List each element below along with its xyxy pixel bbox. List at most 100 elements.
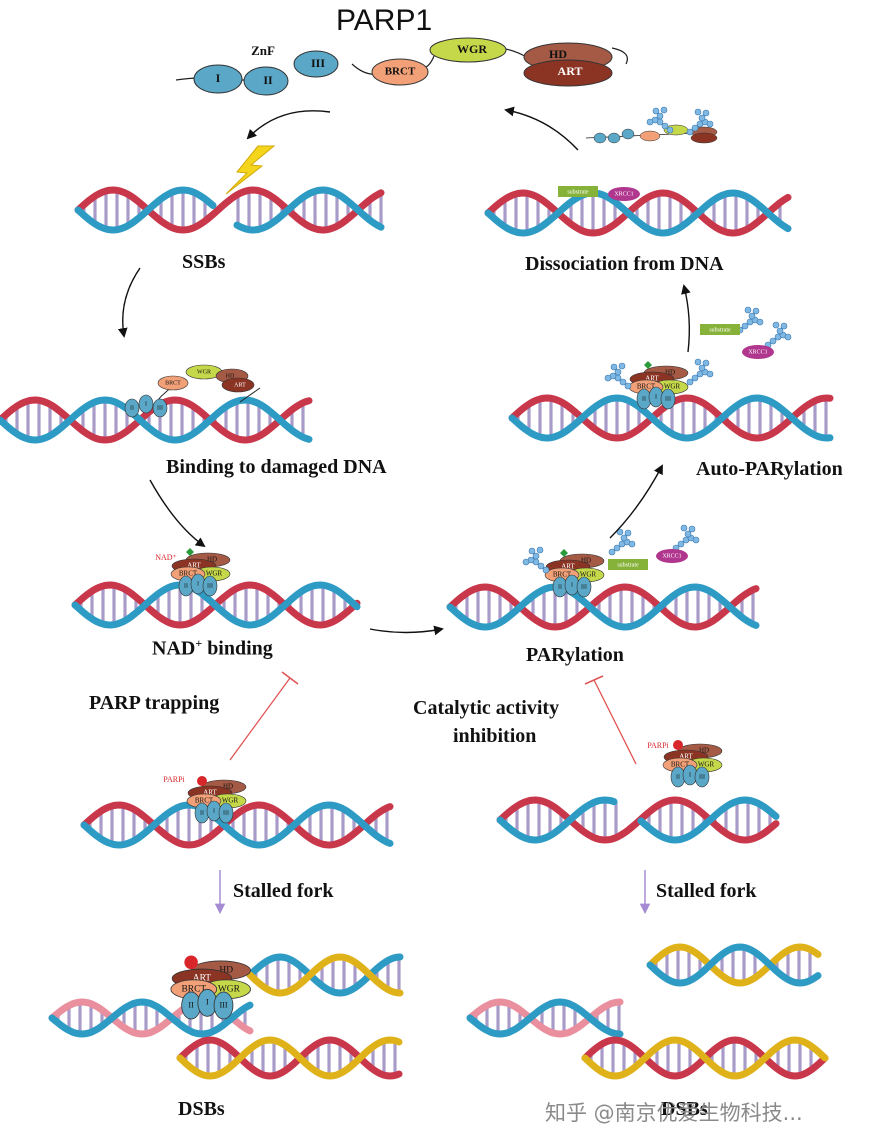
cluster-znf-label-1: I [655,394,657,400]
cluster-znf-label-0: II [184,583,188,589]
cluster-znf-label-1: I [206,998,209,1007]
label-binding: Binding to damaged DNA [166,456,387,478]
cluster-znf-label-1: I [689,772,691,778]
par-chain-released-1 [646,106,674,134]
arrow-parp1-to-ssb [246,110,331,140]
cluster-znf-label-2: III [223,810,229,816]
cluster-znf-label-2: III [699,774,705,780]
cluster-art-label: ART [203,789,217,797]
par-chain-substrate-1 [608,528,636,556]
xrcc1-auto-label: XRCC1 [748,349,767,355]
domain-ii-label: II [263,73,273,87]
par-chain-auto-xrcc [764,321,792,349]
binding-brct-label: BRCT [165,380,181,386]
cluster-art-label: ART [679,753,693,761]
parpi-tag-right: PARPi [647,741,669,750]
xrcc1-parylation-label: XRCC1 [662,553,681,559]
substrate-parylation-label: substrate [617,562,639,568]
arrow-binding-to-nad [149,479,206,548]
cluster-znf-label-0: II [200,810,204,816]
label-catalytic-line2: inhibition [453,725,537,747]
cluster-wgr-label: WGR [698,761,715,769]
cluster-brct-label: BRCT [671,761,690,769]
binding-art-label: ART [234,382,246,388]
cluster-znf-label-0: II [188,1000,194,1009]
domain-art-label: ART [558,64,583,78]
cluster-art-label: ART [561,563,575,571]
cluster-hd-label: HD [223,783,233,791]
cluster-znf-label-0: II [676,774,680,780]
domain-wgr-label: WGR [457,42,487,56]
cluster-hd-label: HD [699,747,709,755]
cluster-wgr-label: WGR [664,383,681,391]
domain-iii-label: III [311,56,325,70]
cluster-hd-label: HD [665,369,675,377]
dna-ssb [74,186,385,234]
par-chain-auto-2 [686,358,714,386]
cluster-znf-label-1: I [197,581,199,587]
dna-dissociation [484,189,792,237]
cluster-hd-label: HD [207,556,217,564]
binding-znf-label-1: I [145,401,147,407]
cluster-znf-label-2: III [219,1000,227,1009]
cluster-znf-label-0: II [558,584,562,590]
arrow-auto-to-dissociation [681,284,691,353]
inhibition-trapping [229,671,299,761]
cluster-znf-label-1: I [213,808,215,814]
nad-tag: NAD⁺ [155,553,177,562]
binding-znf-label-2: III [157,405,163,411]
xrcc1-dissociation-label: XRCC1 [614,191,633,197]
dna-catalytic [496,796,780,844]
cluster-hd-label: HD [581,557,591,565]
dna-trapped [80,801,394,849]
page-title: PARP1 [336,4,433,37]
label-stalled-fork-left: Stalled fork [233,880,334,902]
label-auto-parylation: Auto-PARylation [696,458,843,480]
binding-znf-label-0: II [130,405,134,411]
cluster-wgr-label: WGR [218,984,241,994]
substrate-auto-label: substrate [709,327,731,333]
cluster-brct-label: BRCT [195,797,214,805]
label-ssbs: SSBs [182,251,226,273]
cluster-brct-label: BRCT [637,383,656,391]
domain-i-label: I [216,71,221,85]
cluster-znf-label-2: III [665,396,671,402]
par-chain-auto-sub [736,306,764,334]
cluster-brct-label: BRCT [553,571,572,579]
cluster-brct-label: BRCT [181,984,206,994]
domain-hd-label: HD [549,47,567,61]
arrow-ssb-to-binding [117,267,141,338]
watermark: 知乎 @南京优爱生物科技... [545,1101,803,1125]
substrate-dissociation: substrate [558,186,598,197]
cluster-znf-label-0: II [642,396,646,402]
cluster-brct-label: BRCT [179,570,198,578]
arrow-nad-to-parylation [369,625,444,636]
cluster-hd-label: HD [219,966,233,976]
par-chain-released-2 [686,108,714,136]
cluster-wgr-label: WGR [580,571,597,579]
label-parp-trapping: PARP trapping [89,692,220,714]
label-nad-binding-rest: binding [202,637,273,660]
substrate-parylation: substrate [608,559,648,570]
cluster-wgr-label: WGR [206,570,223,578]
substrate-dissociation-label: substrate [567,189,589,195]
label-dissociation: Dissociation from DNA [525,253,724,275]
domain-brct-label: BRCT [385,66,416,78]
dna-parylation [446,583,760,631]
binding-hd-label: HD [226,373,235,379]
cluster-znf-label-2: III [207,583,213,589]
cluster-wgr-label: WGR [222,797,239,805]
lightning-bolt-icon [225,145,276,195]
arrow-dissociation-to-parp1 [504,106,579,151]
xrcc1-dissociation: XRCC1 [608,187,640,201]
binding-wgr-label: WGR [197,369,211,375]
arrow-parylation-to-auto [609,464,663,539]
xrcc1-auto: XRCC1 [742,345,774,359]
